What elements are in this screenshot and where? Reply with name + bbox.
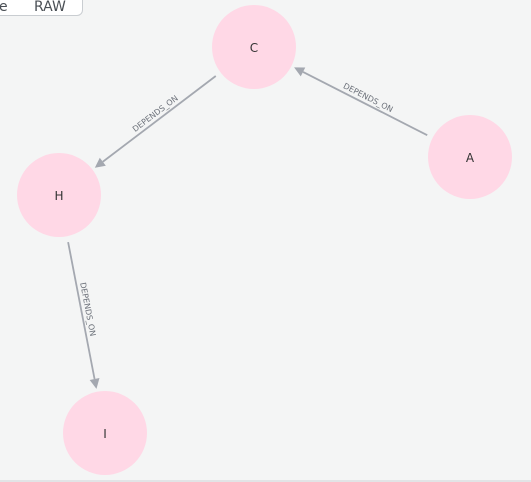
edge-C-H[interactable]: DEPENDS_ON <box>94 75 217 168</box>
node-label: A <box>466 151 475 165</box>
graph-node-I[interactable]: I <box>63 391 147 475</box>
edge-line[interactable] <box>302 71 428 137</box>
view-tab-bar: e RAW <box>0 0 83 16</box>
edges-layer: DEPENDS_ON DEPENDS_ON DEPENDS_ON <box>67 67 428 389</box>
nodes-layer: C A H I <box>17 5 512 475</box>
node-label: H <box>54 189 63 203</box>
edge-label: DEPENDS_ON <box>342 81 395 114</box>
node-label: C <box>250 41 258 55</box>
tab-previous[interactable]: e <box>0 0 8 15</box>
graph-node-H[interactable]: H <box>17 153 101 237</box>
graph-node-C[interactable]: C <box>212 5 296 89</box>
arrowhead-icon <box>294 67 306 77</box>
arrowhead-icon <box>94 157 106 168</box>
node-label: I <box>103 427 107 441</box>
edge-line[interactable] <box>67 241 96 380</box>
edge-label: DEPENDS_ON <box>131 94 180 134</box>
node-circle[interactable] <box>63 391 147 475</box>
node-circle[interactable] <box>212 5 296 89</box>
bottom-divider <box>0 480 531 482</box>
edge-line[interactable] <box>102 75 217 163</box>
edge-H-I[interactable]: DEPENDS_ON <box>67 241 100 389</box>
arrowhead-icon <box>89 378 100 389</box>
edge-A-C[interactable]: DEPENDS_ON <box>294 67 428 137</box>
node-circle[interactable] <box>17 153 101 237</box>
graph-node-A[interactable]: A <box>428 115 512 199</box>
node-circle[interactable] <box>428 115 512 199</box>
tab-raw[interactable]: RAW <box>34 0 66 15</box>
